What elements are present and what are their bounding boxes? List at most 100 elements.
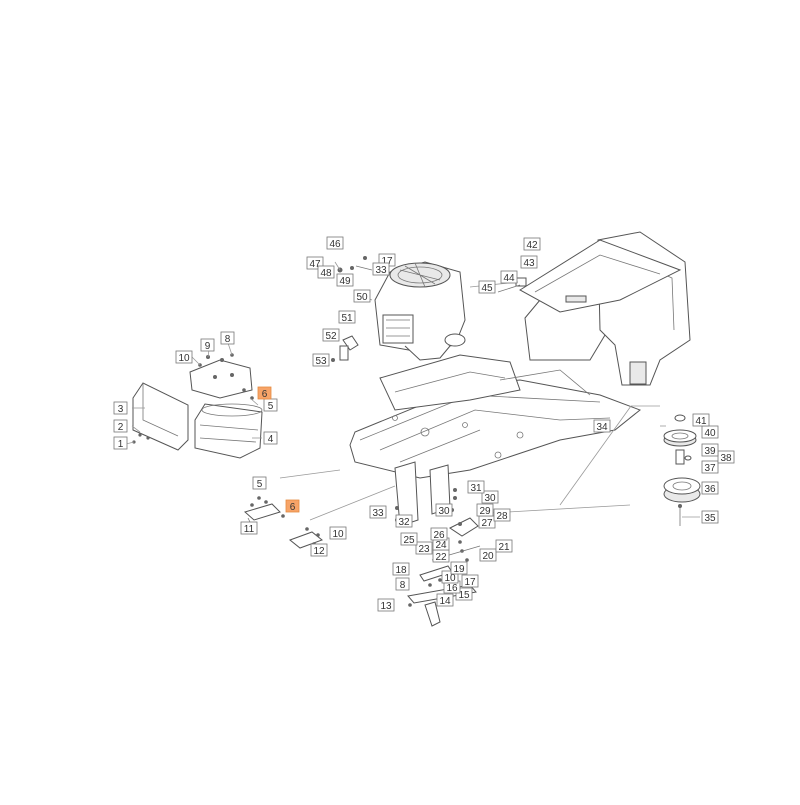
svg-text:10: 10 [444, 573, 456, 584]
svg-text:37: 37 [704, 463, 716, 474]
callout-33: 33 [369, 505, 387, 519]
svg-text:12: 12 [313, 546, 325, 557]
callout-14: 14 [436, 593, 454, 607]
callout-37: 37 [701, 460, 719, 474]
callout-34: 34 [593, 419, 611, 433]
svg-text:44: 44 [503, 273, 515, 284]
svg-text:8: 8 [225, 334, 231, 345]
callout-24: 24 [432, 537, 450, 551]
svg-text:11: 11 [244, 524, 255, 535]
callout-49: 49 [336, 273, 354, 287]
callout-11: 11 [240, 521, 258, 535]
engine [374, 261, 466, 361]
svg-text:29: 29 [479, 506, 491, 517]
svg-text:26: 26 [433, 530, 445, 541]
callout-27: 27 [478, 515, 496, 529]
callout-2: 2 [113, 419, 128, 433]
svg-text:30: 30 [438, 506, 450, 517]
callout-21: 21 [495, 539, 513, 553]
callout-25: 25 [400, 532, 418, 546]
callout-29: 29 [476, 503, 494, 517]
callout-33b: 33 [372, 262, 390, 276]
svg-text:48: 48 [320, 268, 332, 279]
callout-46: 46 [326, 236, 344, 250]
callout-43: 43 [520, 255, 538, 269]
callout-53: 53 [312, 353, 330, 367]
svg-text:6: 6 [290, 502, 296, 513]
svg-text:23: 23 [418, 544, 430, 555]
callout-40: 40 [701, 425, 719, 439]
callout-45: 45 [478, 280, 496, 294]
callout-32: 32 [395, 514, 413, 528]
chassis-frame [349, 231, 691, 527]
svg-text:5: 5 [268, 401, 274, 412]
callout-41: 41 [692, 413, 710, 427]
callout-3: 3 [113, 401, 128, 415]
svg-text:41: 41 [695, 416, 707, 427]
callout-52: 52 [322, 328, 340, 342]
svg-text:17: 17 [381, 256, 393, 267]
svg-text:16: 16 [446, 583, 458, 594]
svg-text:28: 28 [496, 511, 508, 522]
svg-text:1: 1 [118, 439, 124, 450]
callout-9: 9 [200, 338, 215, 352]
svg-text:49: 49 [339, 276, 351, 287]
svg-text:47: 47 [309, 259, 321, 270]
mounting-brackets [243, 496, 324, 549]
svg-text:10: 10 [332, 529, 344, 540]
svg-text:35: 35 [704, 513, 716, 524]
svg-text:50: 50 [356, 292, 368, 303]
svg-text:5: 5 [257, 479, 263, 490]
svg-text:42: 42 [526, 240, 538, 251]
svg-text:39: 39 [704, 446, 716, 457]
svg-text:17: 17 [464, 577, 476, 588]
callout-labels: 1 2 3 4 5 6 8 9 10 5 6 11 10 12 13 14 15… [113, 236, 735, 612]
svg-text:31: 31 [470, 483, 482, 494]
svg-text:38: 38 [720, 453, 732, 464]
svg-text:22: 22 [435, 552, 447, 563]
svg-text:33: 33 [375, 265, 387, 276]
svg-text:43: 43 [523, 258, 535, 269]
callout-39: 39 [701, 443, 719, 457]
svg-text:46: 46 [329, 239, 341, 250]
callout-5: 5 [263, 398, 278, 412]
callout-50: 50 [353, 289, 371, 303]
svg-text:33: 33 [372, 508, 384, 519]
svg-text:36: 36 [704, 484, 716, 495]
callout-17: 17 [461, 574, 479, 588]
svg-text:8: 8 [400, 580, 406, 591]
svg-text:3: 3 [118, 404, 124, 415]
callout-35: 35 [701, 510, 719, 524]
svg-text:21: 21 [498, 542, 510, 553]
svg-text:6: 6 [262, 389, 268, 400]
callout-13: 13 [377, 598, 395, 612]
callout-22: 22 [432, 549, 450, 563]
svg-text:14: 14 [439, 596, 451, 607]
svg-text:32: 32 [398, 517, 410, 528]
callout-23: 23 [415, 541, 433, 555]
callout-12: 12 [310, 543, 328, 557]
callout-4: 4 [263, 431, 278, 445]
svg-text:45: 45 [481, 283, 493, 294]
svg-text:9: 9 [205, 341, 211, 352]
callout-10b: 10 [329, 526, 347, 540]
svg-text:15: 15 [458, 590, 470, 601]
callout-30b: 30 [481, 490, 499, 504]
callout-10: 10 [175, 350, 193, 364]
callout-38: 38 [717, 450, 735, 464]
callout-20: 20 [479, 548, 497, 562]
svg-text:18: 18 [395, 565, 407, 576]
callout-42: 42 [523, 237, 541, 251]
svg-text:10: 10 [178, 353, 190, 364]
muffler-assembly [132, 353, 263, 459]
svg-text:24: 24 [435, 540, 447, 551]
svg-text:27: 27 [481, 518, 493, 529]
svg-text:20: 20 [482, 551, 494, 562]
callout-36: 36 [701, 481, 719, 495]
callout-8: 8 [220, 331, 235, 345]
callout-5b: 5 [252, 476, 267, 490]
svg-text:4: 4 [268, 434, 274, 445]
callout-6b-highlighted: 6 [285, 499, 300, 513]
callout-26: 26 [430, 527, 448, 541]
